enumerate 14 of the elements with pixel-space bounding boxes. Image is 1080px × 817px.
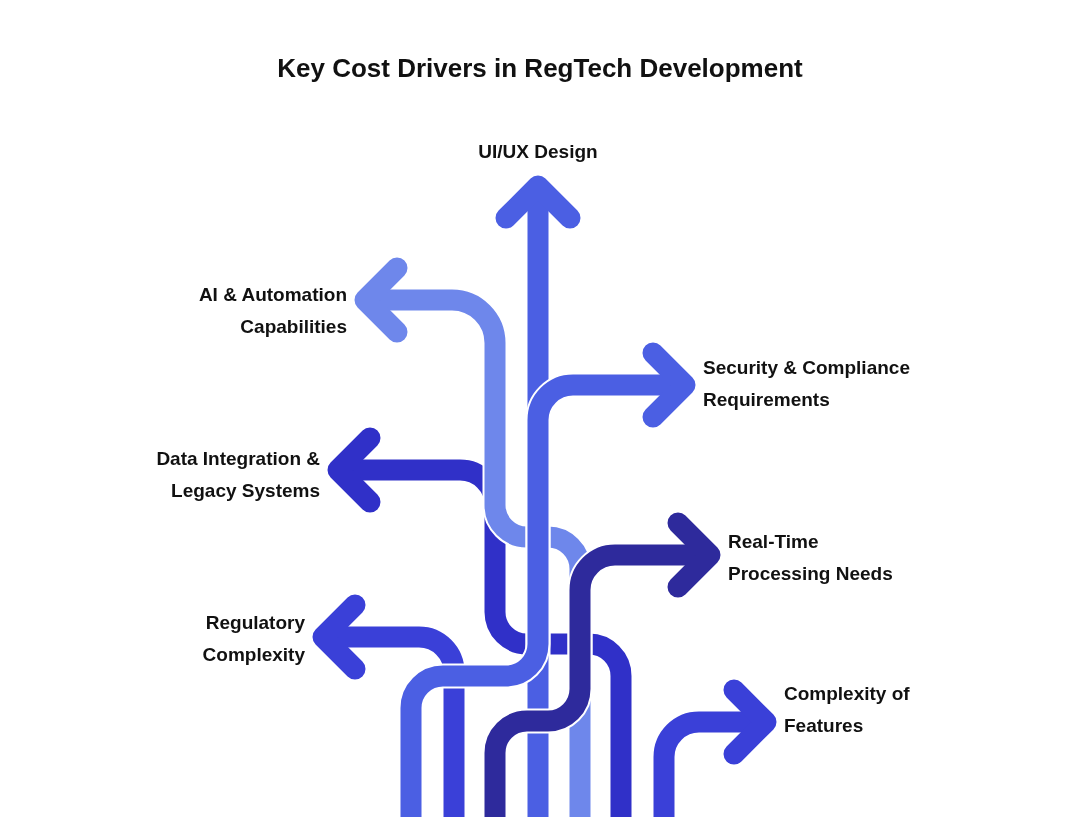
driver-label: UI/UX Design — [478, 136, 598, 168]
driver-label: Data Integration & Legacy Systems — [130, 443, 320, 507]
curved-arrow — [495, 175, 581, 817]
driver-label: AI & Automation Capabilities — [157, 279, 347, 343]
diagram-title: Key Cost Drivers in RegTech Development — [277, 52, 803, 85]
driver-label: Real-Time Processing Needs — [728, 526, 908, 590]
curved-arrow — [484, 512, 721, 817]
curved-arrow — [327, 427, 632, 817]
driver-label: Complexity of Features — [784, 678, 934, 742]
driver-label: Security & Compliance Requirements — [703, 352, 943, 416]
curved-arrow — [312, 594, 465, 817]
curved-arrow — [653, 679, 777, 817]
curved-arrow — [400, 342, 696, 817]
driver-label: Regulatory Complexity — [175, 607, 305, 671]
